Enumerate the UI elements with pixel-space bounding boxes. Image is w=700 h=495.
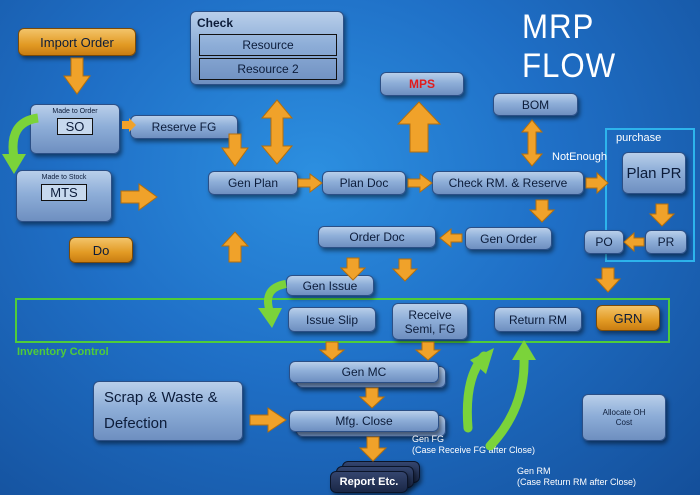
made-to-stock-caption: Made to Stock [41,174,87,181]
arrow-check-to-plan-pr [585,171,609,195]
allocate-oh-cost-box: Allocate OH Cost [582,394,666,441]
check-title: Check [197,16,234,30]
inventory-control-label: Inventory Control [17,346,109,358]
curved-arrow-so-to-mts [2,113,39,174]
allocate-line-2: Cost [615,417,633,427]
mfg-close-box: Mfg. Close [289,410,439,432]
gen-fg-line-2: (Case Receive FG after Close) [412,445,536,455]
made-to-stock-box: Made to Stock MTS [16,170,112,222]
arrow-scrap-to-mfg-close [249,407,287,433]
page-title: MRP FLOW [522,8,617,85]
arrow-plan-pr-to-pr [648,203,676,227]
gen-fg-line-1: Gen FG [412,434,445,444]
po-box: PO [584,230,624,254]
gen-issue-box: Gen Issue [286,275,374,296]
scrap-line-1: Scrap & Waste & [104,389,218,406]
arrow-import-to-so [63,57,91,95]
report-box: Report Etc. [330,471,408,493]
grn-box: GRN [596,305,660,331]
inventory-control-band [15,298,670,343]
curved-arrow-gen-issue-to-issue-slip [258,280,287,328]
arrow-order-doc-to-receive [391,258,419,282]
return-rm-box: Return RM [494,307,582,332]
double-arrow-bom-check [520,119,544,167]
resource-2-item: Resource 2 [199,58,337,80]
receive-line: Receive [408,307,452,322]
gen-rm-note: Gen RM (Case Return RM after Close) [517,466,636,488]
receive-semi-fg-box: Receive Semi, FG [392,303,468,340]
check-rm-reserve-box: Check RM. & Reserve [432,171,584,195]
not-enough-label: NotEnough [552,151,608,163]
arrow-so-to-reserve [122,118,136,132]
made-to-order-box: Made to Order SO [30,104,120,154]
arrow-up-to-mps [396,101,442,153]
plan-pr-box: Plan PR [622,152,686,194]
gen-order-box: Gen Order [465,227,552,250]
made-to-order-caption: Made to Order [52,108,98,115]
arrow-order-doc-to-gen-issue [339,257,367,281]
double-arrow-check-gen-plan [260,99,294,165]
gen-mc-box: Gen MC [289,361,439,383]
pr-box: PR [645,230,687,254]
arrow-po-to-grn [594,267,622,293]
semi-fg-line: Semi, FG [404,321,456,336]
curved-arrow-gen-rm-up [485,340,536,451]
gen-rm-line-2: (Case Return RM after Close) [517,477,637,487]
arrow-pr-to-po [623,231,645,253]
curved-arrow-gen-fg-up [462,348,494,433]
do-box: Do [69,237,133,263]
mts-code: MTS [41,184,87,201]
purchase-region [605,128,695,262]
arrow-gen-order-to-order-doc [439,227,463,249]
arrow-reserve-to-gen-plan [221,133,249,167]
gen-rm-line-1: Gen RM [517,466,551,476]
purchase-label: purchase [616,132,662,144]
arrow-mts-to-gen-plan [120,183,158,211]
reserve-fg-box: Reserve FG [130,115,238,139]
arrow-issue-slip-to-gen-mc [318,341,346,361]
arrow-receive-to-gen-mc [414,341,442,361]
check-resource-box: Check Resource Resource 2 [190,11,344,85]
gen-fg-note: Gen FG (Case Receive FG after Close) [412,434,535,456]
resource-item: Resource [199,34,337,56]
issue-slip-box: Issue Slip [288,307,376,332]
arrow-order-doc-to-gen-plan [220,231,250,263]
scrap-line-2: Defection [104,415,168,432]
order-doc-box: Order Doc [318,226,436,248]
import-order-box: Import Order [18,28,136,56]
arrow-plan-doc-to-check-rm [407,173,433,193]
arrow-check-to-gen-order [528,199,556,223]
so-code: SO [56,118,94,135]
arrow-gen-mc-to-mfg-close [358,387,386,409]
bom-box: BOM [493,93,578,116]
plan-doc-box: Plan Doc [322,171,406,195]
arrow-mfg-close-to-report [358,436,388,462]
gen-plan-box: Gen Plan [208,171,298,195]
mps-box: MPS [380,72,464,96]
allocate-line-1: Allocate OH [602,407,646,417]
arrow-gen-plan-to-plan-doc [297,173,323,193]
scrap-waste-defection-box: Scrap & Waste & Defection [93,381,243,441]
